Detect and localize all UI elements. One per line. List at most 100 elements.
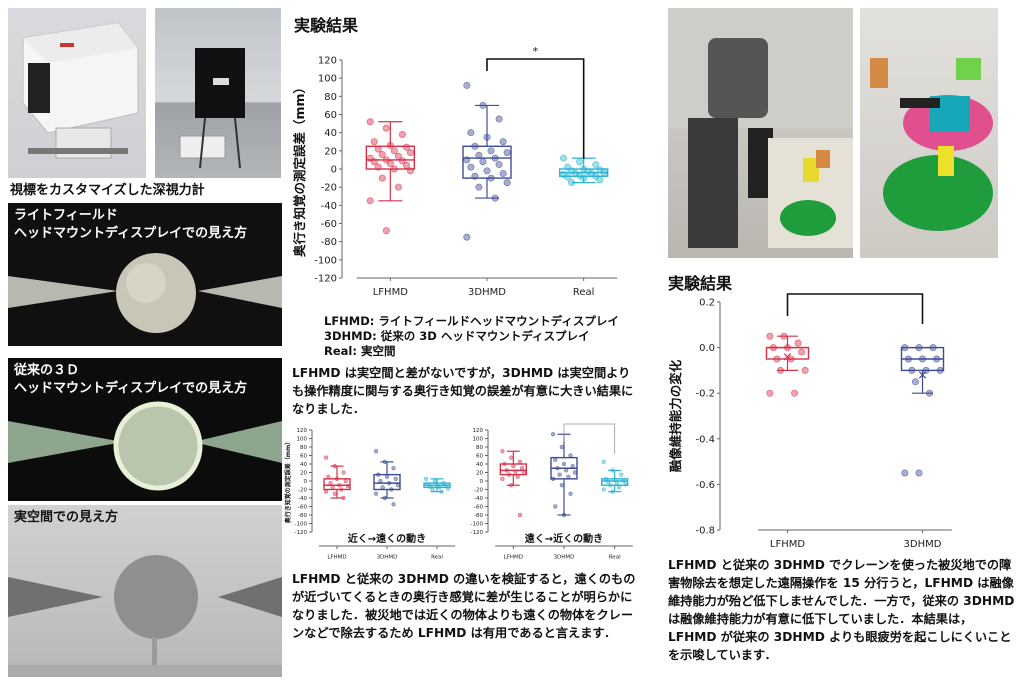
data-point <box>511 464 516 469</box>
x-tick-label: 3DHMD <box>904 539 942 550</box>
data-point <box>929 344 937 352</box>
y-axis-label: 奥行き知覚の測定誤差（mm） <box>284 439 292 524</box>
data-point <box>568 491 573 496</box>
data-point <box>373 449 379 454</box>
data-point <box>623 482 628 487</box>
y-tick-label: 0 <box>331 165 337 176</box>
y-tick-label: 20 <box>476 470 483 476</box>
middle-paragraph-2: LFHMD と従来の 3DHMD の違いを検証すると，遠くのものが近づいてくると… <box>292 572 636 640</box>
data-point <box>503 179 511 187</box>
y-tick-label: 0 <box>480 479 484 485</box>
y-tick-label: -40 <box>474 496 483 502</box>
mean-marker <box>783 353 792 361</box>
data-point <box>596 176 604 184</box>
data-point <box>576 171 584 179</box>
data-point <box>550 476 556 481</box>
data-point <box>901 344 909 352</box>
data-point <box>509 483 514 488</box>
data-point <box>904 355 912 363</box>
significance-marker: * <box>852 290 858 293</box>
data-point <box>339 487 344 492</box>
data-point <box>568 179 576 187</box>
middle-heading: 実験結果 <box>294 16 359 35</box>
data-point <box>500 476 505 481</box>
y-tick-label: -100 <box>314 255 337 266</box>
data-point <box>479 101 487 109</box>
data-point <box>467 163 475 171</box>
legend-real: Real: 実空間 <box>324 344 396 358</box>
data-point <box>430 487 435 492</box>
y-tick-label: 120 <box>318 56 337 67</box>
data-point <box>559 483 564 488</box>
data-point <box>608 483 613 488</box>
data-point <box>387 481 392 486</box>
data-point <box>463 233 471 241</box>
data-point <box>332 491 337 496</box>
data-point <box>343 478 348 484</box>
y-tick-label: 40 <box>300 462 307 468</box>
data-point <box>487 147 495 155</box>
y-tick-label: -80 <box>321 237 337 248</box>
significance-marker: * <box>588 420 592 422</box>
y-tick-label: 100 <box>318 74 337 85</box>
view-lfhmd: ライトフィールド ヘッドマウントディスプレイでの見え方 <box>8 203 282 346</box>
y-tick-label: -60 <box>474 504 483 510</box>
data-point <box>504 468 509 473</box>
data-point <box>370 138 378 146</box>
data-point <box>366 118 374 126</box>
data-point <box>337 483 342 488</box>
data-point <box>479 158 487 166</box>
data-point <box>503 149 511 157</box>
data-point <box>341 495 346 501</box>
data-point <box>382 124 390 132</box>
data-point <box>588 170 596 178</box>
view-real-illustration <box>8 555 282 677</box>
data-point <box>798 348 806 356</box>
y-tick-label: -40 <box>298 496 307 502</box>
data-point <box>323 455 329 460</box>
y-tick-label: -60 <box>298 504 307 510</box>
y-tick-label: 0.2 <box>699 298 715 309</box>
data-point <box>784 344 792 352</box>
data-point <box>391 466 396 471</box>
data-point <box>560 154 568 162</box>
data-point <box>345 483 351 489</box>
y-tick-label: 0.0 <box>699 343 715 354</box>
data-point <box>561 512 567 518</box>
chart-near-to-far: 120100806040200-20-40-60-80-100-120LFHMD… <box>284 428 456 561</box>
data-point <box>509 455 514 460</box>
right-heading: 実験結果 <box>668 274 733 293</box>
x-tick-label: LFHMD <box>373 287 408 298</box>
y-tick-label: 100 <box>473 436 484 442</box>
x-tick-label: 3DHMD <box>468 287 506 298</box>
data-point <box>330 485 335 490</box>
data-point <box>572 470 578 475</box>
data-point <box>378 150 386 158</box>
box-LFHMD <box>323 478 351 491</box>
data-point <box>487 174 495 182</box>
data-point <box>553 504 558 509</box>
data-point <box>580 174 588 182</box>
y-tick-label: -120 <box>314 274 337 285</box>
data-point <box>915 469 923 477</box>
data-point <box>606 479 611 484</box>
data-point <box>919 355 927 363</box>
legend-3dhmd: 3DHMD: 従来の 3D ヘッドマウントディスプレイ <box>324 329 590 343</box>
box-3DHMD <box>462 145 512 179</box>
data-point <box>432 478 437 484</box>
y-tick-label: -120 <box>295 530 308 536</box>
x-tick-label: Real <box>573 287 595 298</box>
photo-crane-closeup <box>860 8 998 258</box>
y-tick-label: 60 <box>300 453 307 459</box>
view-3dhmd: 従来の３Ｄ ヘッドマウントディスプレイでの見え方 <box>8 358 282 501</box>
y-tick-label: 60 <box>476 453 483 459</box>
y-tick-label: 0 <box>304 479 308 485</box>
data-point <box>550 432 556 437</box>
device-illustration <box>22 22 139 159</box>
box-Real <box>600 478 629 486</box>
data-point <box>398 157 406 165</box>
y-tick-label: -40 <box>321 201 337 212</box>
data-point <box>441 481 446 486</box>
data-point <box>402 161 410 169</box>
